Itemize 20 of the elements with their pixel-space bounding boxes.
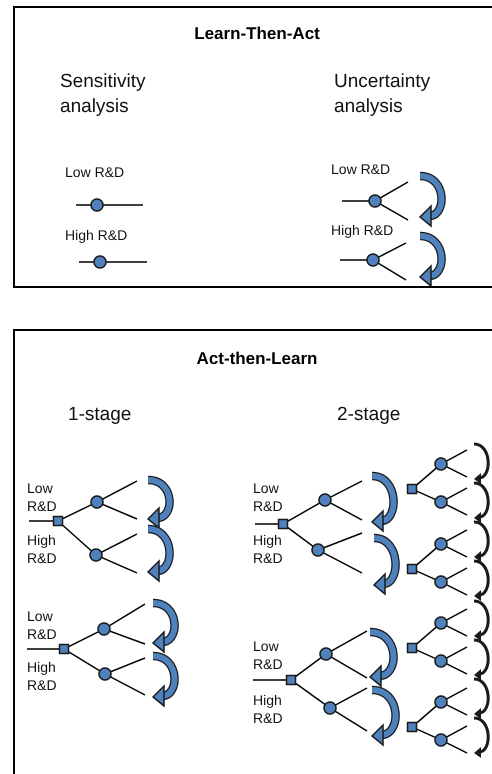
branch-label: High R&D — [253, 691, 284, 728]
branch-label: Low R&D — [253, 637, 284, 674]
branch-label: High R&D — [331, 221, 394, 240]
branch-label: Low R&D — [27, 607, 58, 644]
branch-label: High R&D — [27, 531, 58, 568]
branch-label: Low R&D — [27, 479, 58, 516]
subheading: 2-stage — [337, 403, 400, 427]
subheading: 1-stage — [68, 403, 132, 427]
panel — [13, 6, 492, 288]
panel-title: Act-then-Learn — [196, 349, 318, 369]
panel-title: Learn-Then-Act — [193, 24, 321, 44]
branch-label: Low R&D — [331, 160, 390, 178]
branch-label: High R&D — [253, 531, 284, 568]
branch-label: Low R&D — [65, 163, 124, 182]
branch-label: Low R&D — [253, 479, 284, 516]
subheading: Sensitivity analysis — [60, 70, 147, 119]
branch-label: High R&D — [27, 658, 58, 694]
branch-label: High R&D — [65, 226, 128, 244]
panel — [13, 329, 492, 774]
subheading: Uncertainty analysis — [334, 70, 432, 119]
